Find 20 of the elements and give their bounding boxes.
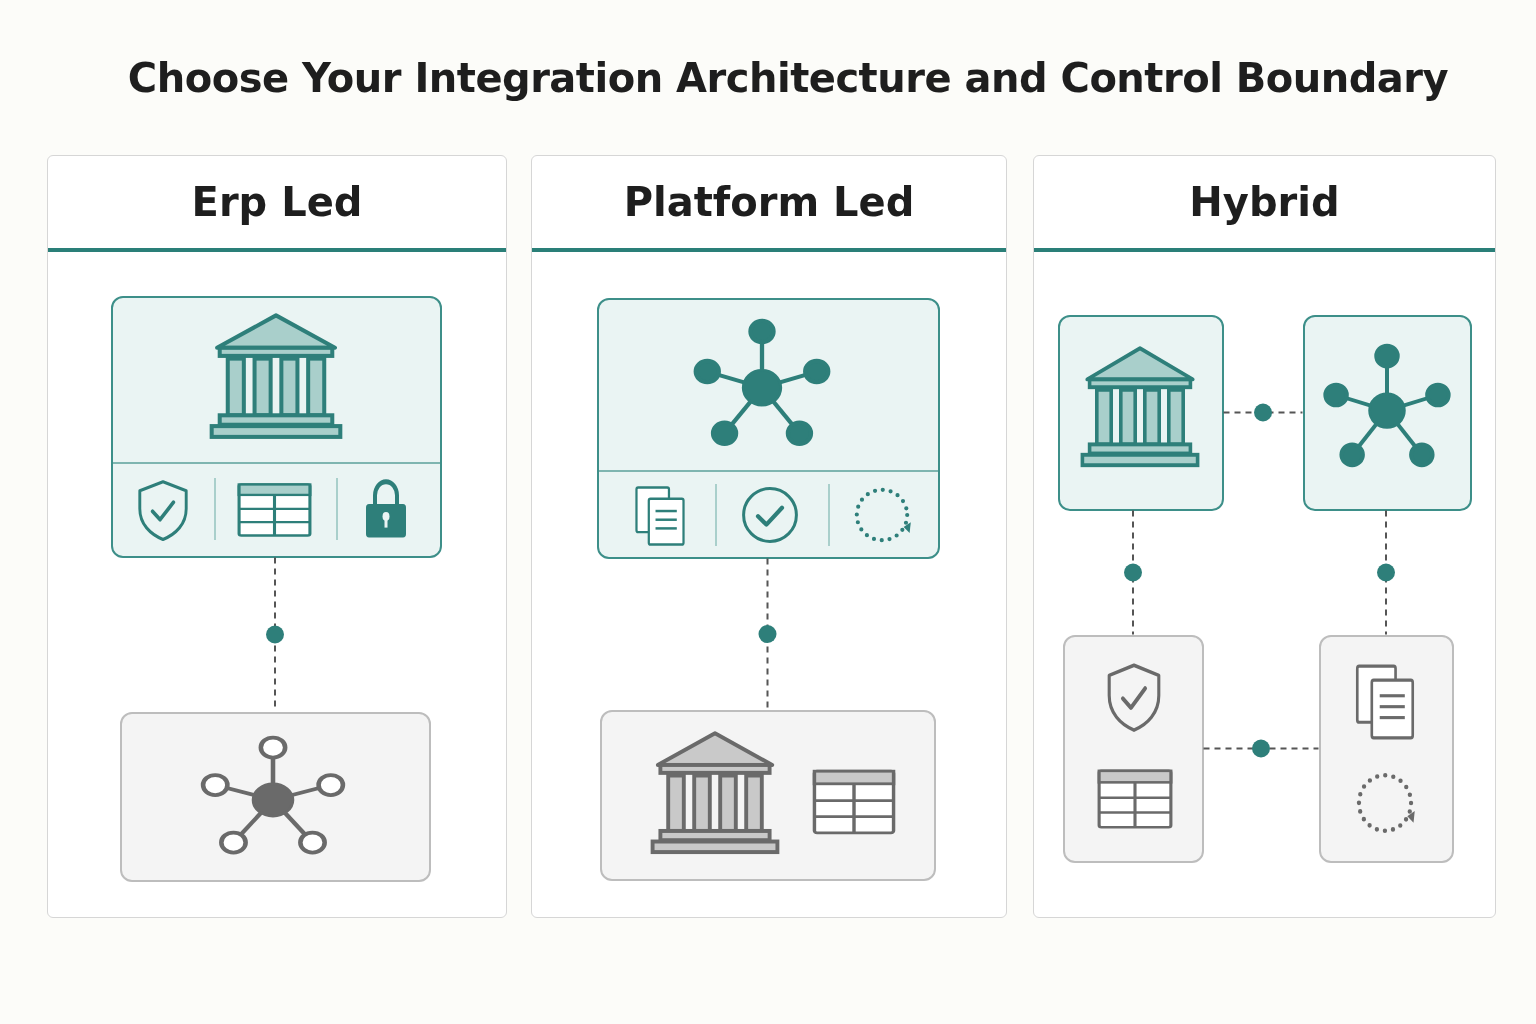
diagram-title: Choose Your Integration Architecture and Control Boundary — [126, 55, 1450, 101]
dashed-connector — [1132, 509, 1134, 636]
component-box — [1318, 634, 1454, 863]
option-panel — [1033, 155, 1496, 918]
dashed-connector — [1202, 747, 1320, 750]
panel-heading: Platform Led — [532, 156, 1006, 252]
component-box — [599, 709, 936, 881]
panel-heading: Erp Led — [48, 156, 506, 252]
component-box — [110, 295, 442, 558]
option-panel — [531, 155, 1007, 918]
component-box — [1057, 314, 1224, 511]
component-box — [119, 711, 431, 882]
component-box — [1302, 314, 1472, 511]
dashed-connector — [1222, 411, 1304, 414]
option-panel — [47, 155, 507, 918]
dashed-connector — [766, 557, 769, 711]
component-box — [1062, 634, 1204, 863]
dashed-connector — [1385, 509, 1387, 636]
panel-heading: Hybrid — [1034, 156, 1495, 252]
component-box — [596, 297, 940, 559]
